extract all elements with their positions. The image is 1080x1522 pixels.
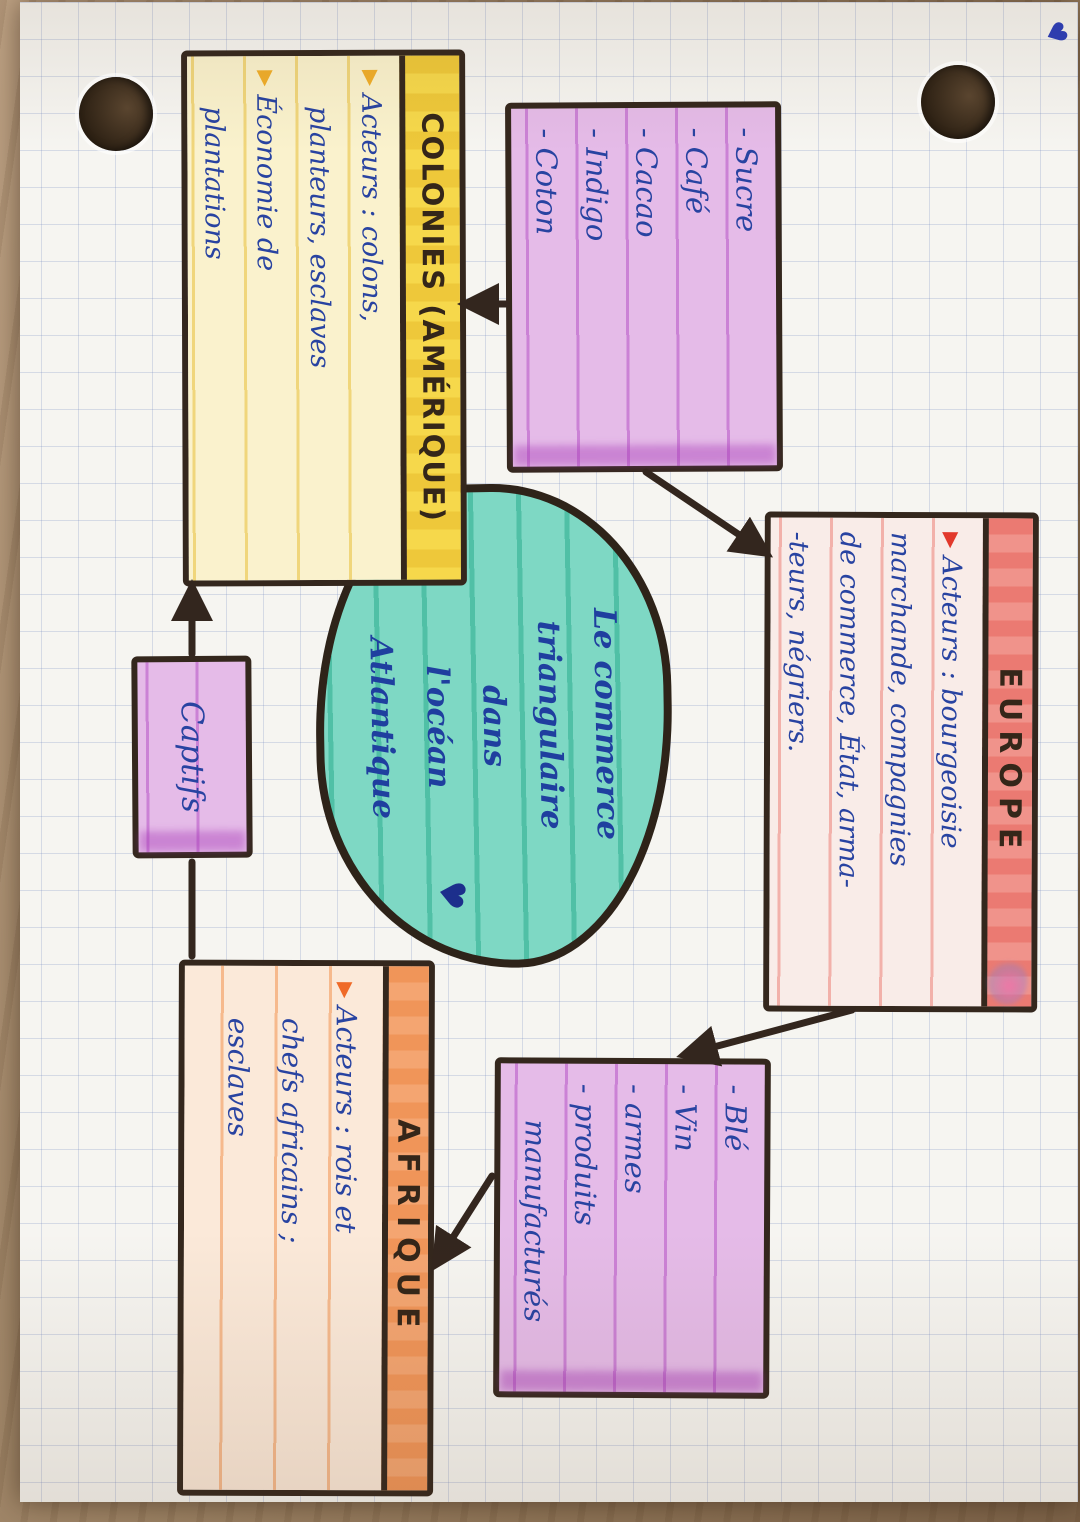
text: - Coton bbox=[529, 128, 564, 236]
bullet-arrow-icon: ▶ bbox=[254, 70, 279, 87]
text: - Sucre bbox=[729, 127, 764, 233]
text-line: triangulaire bbox=[530, 620, 570, 830]
text-line: dans bbox=[475, 684, 513, 768]
text-line: de commerce, État, arma- bbox=[822, 532, 875, 992]
text-line: plantations bbox=[187, 70, 241, 566]
arrow-europe-to-produits bbox=[676, 1006, 856, 1067]
notebook-page: EUROPE ▶ Acteurs : bourgeoisie marchande,… bbox=[20, 2, 1078, 1502]
text-line: Atlantique bbox=[362, 636, 402, 820]
node-captifs-label: Captifs bbox=[173, 700, 211, 814]
text: - Vin bbox=[668, 1084, 703, 1152]
node-europe-header: EUROPE bbox=[981, 518, 1033, 1007]
arrow-colonies-to-europe bbox=[642, 468, 774, 558]
node-colonies: COLONIES (AMÉRIQUE) ▶ Acteurs : colons, p… bbox=[181, 49, 467, 587]
text-line: Le commerce bbox=[585, 607, 627, 841]
node-europe-title: EUROPE bbox=[992, 667, 1028, 858]
arrow-produits-to-afrique bbox=[431, 1172, 496, 1272]
node-colonies-title: COLONIES (AMÉRIQUE) bbox=[415, 112, 451, 523]
text: - Blé bbox=[718, 1084, 753, 1152]
text: - produits bbox=[568, 1083, 603, 1226]
bullet-arrow-icon: ▶ bbox=[359, 69, 384, 87]
text-line: - Cacao bbox=[621, 128, 673, 446]
node-captifs: Captifs bbox=[131, 655, 253, 859]
text-line: - Indigo bbox=[571, 128, 623, 446]
node-afrique-header: AFRIQUE bbox=[381, 966, 429, 1491]
text: planteurs, esclaves bbox=[303, 105, 336, 369]
text-line: marchande, compagnies bbox=[873, 532, 926, 992]
text-line: - Vin bbox=[659, 1084, 711, 1372]
text-line: - Coton bbox=[521, 128, 573, 446]
text: Acteurs : rois et bbox=[328, 1006, 363, 1234]
text-line: ▶ Économie de bbox=[239, 70, 294, 566]
marker-smudge bbox=[987, 958, 1028, 1005]
punch-hole bbox=[79, 77, 153, 151]
text: - Cacao bbox=[629, 127, 664, 238]
center-title-text: Le commerce triangulaire dans l'océan At… bbox=[352, 608, 636, 845]
text-line: - armes bbox=[609, 1084, 661, 1372]
text: -teurs, négriers. bbox=[782, 531, 814, 753]
text-line: - Blé bbox=[709, 1084, 761, 1372]
bullet-arrow-icon: ▶ bbox=[333, 982, 358, 999]
heart-icon: ♥ bbox=[428, 874, 474, 913]
text-line: ▶ Acteurs : colons, bbox=[344, 70, 399, 566]
node-afrique: AFRIQUE ▶ Acteurs : rois et chefs africai… bbox=[177, 959, 435, 1497]
text-line: - Café bbox=[671, 128, 723, 446]
node-europe: EUROPE ▶ Acteurs : bourgeoisie marchande,… bbox=[763, 511, 1039, 1013]
text: manufacturés bbox=[517, 1119, 553, 1323]
text: de commerce, État, arma- bbox=[832, 531, 865, 888]
text-line: ▶ Acteurs : bourgeoisie bbox=[924, 532, 977, 992]
node-produits-europe: - Blé - Vin - armes - produits manufactu… bbox=[493, 1057, 771, 1399]
text: plantations bbox=[198, 106, 230, 260]
text-line: planteurs, esclaves bbox=[292, 70, 346, 566]
node-afrique-body: ▶ Acteurs : rois et chefs africains ; esc… bbox=[183, 965, 383, 1491]
text-line: - Sucre bbox=[721, 127, 773, 445]
node-produits-colonies-list: - Sucre - Café - Cacao - Indigo - Coton bbox=[517, 107, 777, 466]
text: Économie de bbox=[250, 94, 282, 272]
text-line: - produits bbox=[559, 1084, 611, 1372]
text: esclaves bbox=[221, 1017, 255, 1137]
text: chefs africains ; bbox=[274, 1017, 309, 1244]
node-colonies-body: ▶ Acteurs : colons, planteurs, esclaves ▶… bbox=[187, 55, 401, 581]
text-line: manufacturés bbox=[509, 1083, 561, 1371]
text: - Café bbox=[679, 127, 714, 215]
bullet-arrow-icon: ▶ bbox=[939, 532, 964, 549]
text: Acteurs : colons, bbox=[355, 93, 388, 323]
node-europe-body: ▶ Acteurs : bourgeoisie marchande, compag… bbox=[769, 517, 983, 1007]
text: marchande, compagnies bbox=[883, 531, 916, 867]
node-produits-europe-list: - Blé - Vin - armes - produits manufactu… bbox=[505, 1063, 765, 1392]
text: Acteurs : bourgeoisie bbox=[934, 556, 967, 849]
text-line: ▶ Acteurs : rois et bbox=[317, 982, 373, 1474]
node-produits-colonies: - Sucre - Café - Cacao - Indigo - Coton bbox=[505, 101, 783, 473]
text-line: l'océan bbox=[418, 665, 458, 789]
node-afrique-title: AFRIQUE bbox=[390, 1119, 426, 1338]
punch-hole bbox=[921, 65, 995, 139]
text-line: esclaves bbox=[209, 982, 265, 1474]
node-colonies-header: COLONIES (AMÉRIQUE) bbox=[399, 55, 461, 580]
text: - armes bbox=[618, 1083, 653, 1194]
text-line: -teurs, négriers. bbox=[771, 532, 824, 992]
text-line: chefs africains ; bbox=[263, 982, 319, 1474]
pen-scribble-icon: ♥ bbox=[1036, 16, 1074, 51]
text: - Indigo bbox=[579, 128, 614, 242]
